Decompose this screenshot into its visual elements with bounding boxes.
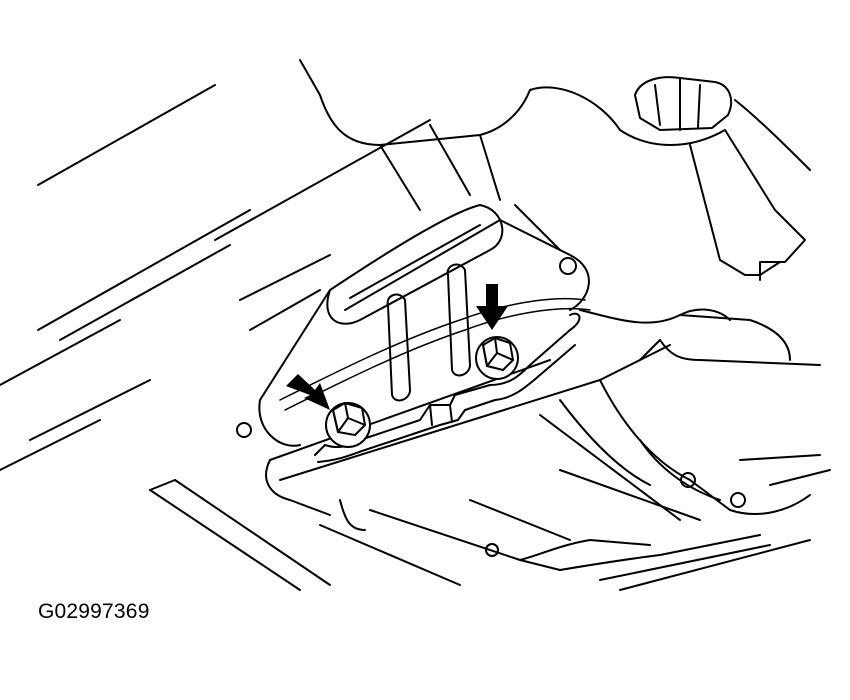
stud-top-right — [619, 76, 811, 281]
mount-bracket — [258, 204, 731, 516]
wire-routing — [279, 297, 591, 411]
bracket-slots — [386, 263, 471, 402]
bolt-right — [475, 336, 519, 380]
background-frame-lines — [0, 84, 331, 591]
callout-arrow-right — [476, 284, 508, 330]
lower-housing — [319, 314, 831, 591]
bolt-left — [325, 402, 371, 448]
callout-arrow-left — [286, 374, 330, 410]
upper-housing — [214, 59, 621, 331]
figure-id-label: G02997369 — [38, 600, 150, 623]
